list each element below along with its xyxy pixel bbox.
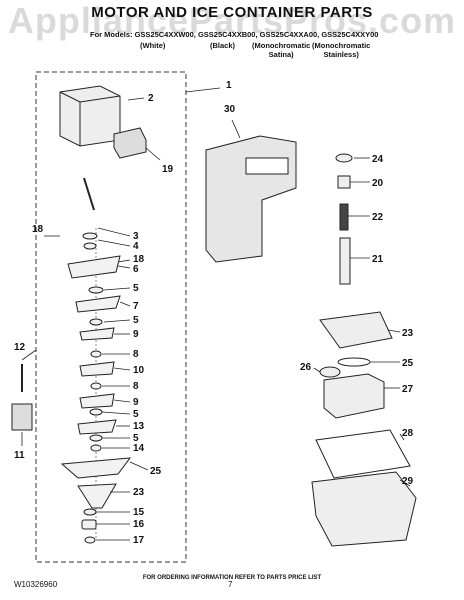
part-3-shaft xyxy=(83,177,95,211)
callout: 29 xyxy=(402,476,414,487)
callout: 6 xyxy=(133,264,139,275)
callout: 8 xyxy=(133,349,139,360)
part-30-cover xyxy=(205,135,297,263)
callout: 21 xyxy=(372,254,384,265)
callout: 5 xyxy=(133,283,139,294)
callout: 11 xyxy=(14,450,25,461)
part-26-gasket xyxy=(319,366,341,378)
callout: 23 xyxy=(133,487,145,498)
callout: 25 xyxy=(150,466,162,477)
watermark: AppliancePartsPros.com xyxy=(7,0,457,41)
page-title: MOTOR AND ICE CONTAINER PARTS xyxy=(91,4,373,21)
callout: 5 xyxy=(133,433,139,444)
callout: 7 xyxy=(133,301,139,312)
callout: 9 xyxy=(133,397,139,408)
callout: 2 xyxy=(148,93,154,104)
stack-parts xyxy=(60,232,132,544)
document-number: W10326960 xyxy=(14,580,58,589)
assembly-boundary xyxy=(35,71,187,563)
callout: 19 xyxy=(162,164,174,175)
callout: 18 xyxy=(32,224,44,235)
page-number: 7 xyxy=(228,580,233,589)
callout: 24 xyxy=(372,154,384,165)
callout: 15 xyxy=(133,507,145,518)
column-white: (White) xyxy=(140,41,166,50)
part-24-washer xyxy=(335,153,353,163)
part-27-motor xyxy=(323,373,385,419)
right-parts xyxy=(311,153,417,547)
callout: 9 xyxy=(133,329,139,340)
part-25-seal xyxy=(337,357,371,367)
callout: 12 xyxy=(14,342,26,353)
callout: 27 xyxy=(402,384,414,395)
callout: 13 xyxy=(133,421,145,432)
callout: 17 xyxy=(133,535,145,546)
callout: 4 xyxy=(133,241,139,252)
part-21-auger-shaft xyxy=(339,237,351,285)
callout: 14 xyxy=(133,443,145,454)
callout: 16 xyxy=(133,519,145,530)
callout: 5 xyxy=(133,315,139,326)
model-list: For Models: GSS25C4XXW00, GSS25C4XXB00, … xyxy=(90,30,379,39)
callout: 30 xyxy=(224,104,236,115)
callout: 1 xyxy=(226,80,232,91)
column-black: (Black) xyxy=(210,41,236,50)
callout: 22 xyxy=(372,212,384,223)
part-23-support xyxy=(319,311,393,349)
part-22-spring xyxy=(339,203,349,231)
part-19-bracket xyxy=(113,127,147,159)
callout: 5 xyxy=(133,409,139,420)
callout: 3 xyxy=(133,231,139,242)
part-20-bushing xyxy=(337,175,351,189)
callout: 23 xyxy=(402,328,414,339)
callout: 26 xyxy=(300,362,312,373)
leader-lines xyxy=(21,87,411,541)
callout: 8 xyxy=(133,381,139,392)
part-29-base xyxy=(311,471,417,547)
callout: 25 xyxy=(402,358,414,369)
callout: 18 xyxy=(133,254,145,265)
callout: 20 xyxy=(372,178,384,189)
part-11-block xyxy=(11,403,33,431)
part-28-gasket xyxy=(315,429,411,479)
callouts: 1 2 19 30 3 4 18 6 5 7 5 9 8 10 8 9 5 13… xyxy=(14,80,414,546)
ordering-note: FOR ORDERING INFORMATION REFER TO PARTS … xyxy=(142,575,322,581)
callout: 10 xyxy=(133,365,145,376)
callout: 28 xyxy=(402,428,414,439)
part-2-housing xyxy=(59,85,121,147)
